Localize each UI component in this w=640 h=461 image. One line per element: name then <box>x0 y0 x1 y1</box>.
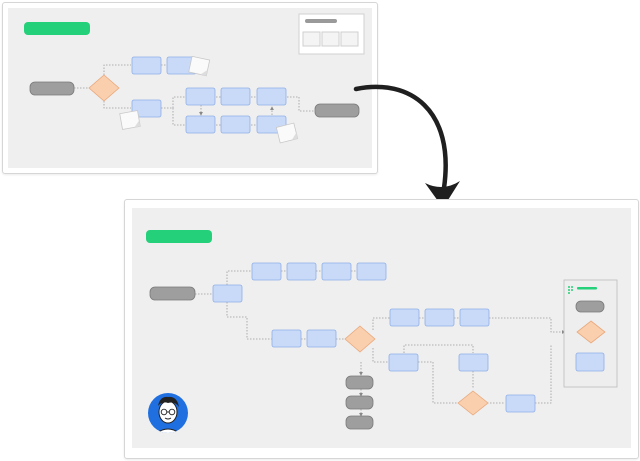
after-nested-terminal[interactable] <box>575 300 605 313</box>
before-process-1[interactable] <box>131 56 162 75</box>
after-nested-process[interactable] <box>575 352 605 372</box>
after-nested-panel[interactable] <box>563 279 618 388</box>
after-process-top-1[interactable] <box>251 262 282 281</box>
before-process-3[interactable] <box>131 99 162 118</box>
after-decision-2[interactable] <box>457 390 489 416</box>
after-canvas <box>132 208 631 448</box>
before-thumbnail-panel[interactable] <box>298 13 365 55</box>
before-process-8[interactable] <box>220 115 251 134</box>
after-process-right-2[interactable] <box>424 308 455 327</box>
before-diagram-card <box>2 2 378 174</box>
after-process-mid-2[interactable] <box>306 329 337 348</box>
before-sticky-note-2[interactable] <box>119 110 141 130</box>
after-process-top-3[interactable] <box>321 262 352 281</box>
after-process-hub[interactable] <box>212 284 243 303</box>
before-title-bar <box>24 22 90 35</box>
after-nested-panel-header <box>577 287 597 290</box>
after-diagram-card <box>124 199 639 459</box>
before-process-7[interactable] <box>185 115 216 134</box>
before-sticky-note-3[interactable] <box>275 122 299 144</box>
after-process-top-4[interactable] <box>356 262 387 281</box>
before-sticky-note-1[interactable] <box>188 55 211 77</box>
before-start-terminal[interactable] <box>29 81 75 96</box>
before-process-5[interactable] <box>220 87 251 106</box>
after-process-low-3[interactable] <box>505 394 536 413</box>
after-nested-decision[interactable] <box>576 320 606 344</box>
after-process-low-2[interactable] <box>458 353 489 372</box>
after-process-right-1[interactable] <box>389 308 420 327</box>
after-diagram <box>146 230 618 433</box>
before-diagram <box>24 13 365 144</box>
before-process-6[interactable] <box>256 87 287 106</box>
after-process-right-3[interactable] <box>459 308 490 327</box>
after-decision-1[interactable] <box>344 325 376 353</box>
after-connectors <box>195 270 596 417</box>
after-terminal-stack-3[interactable] <box>345 415 374 430</box>
before-end-terminal[interactable] <box>314 103 360 118</box>
drag-handle-icon[interactable] <box>568 286 573 294</box>
avatar-icon <box>148 393 188 433</box>
after-start-terminal[interactable] <box>149 286 196 301</box>
after-process-mid-1[interactable] <box>271 329 302 348</box>
after-terminal-stack-2[interactable] <box>345 395 374 410</box>
after-process-top-2[interactable] <box>286 262 317 281</box>
before-process-4[interactable] <box>185 87 216 106</box>
after-process-low-1[interactable] <box>388 353 419 372</box>
after-terminal-stack-1[interactable] <box>345 375 374 390</box>
after-title-bar <box>146 230 212 243</box>
before-decision[interactable] <box>88 74 120 102</box>
